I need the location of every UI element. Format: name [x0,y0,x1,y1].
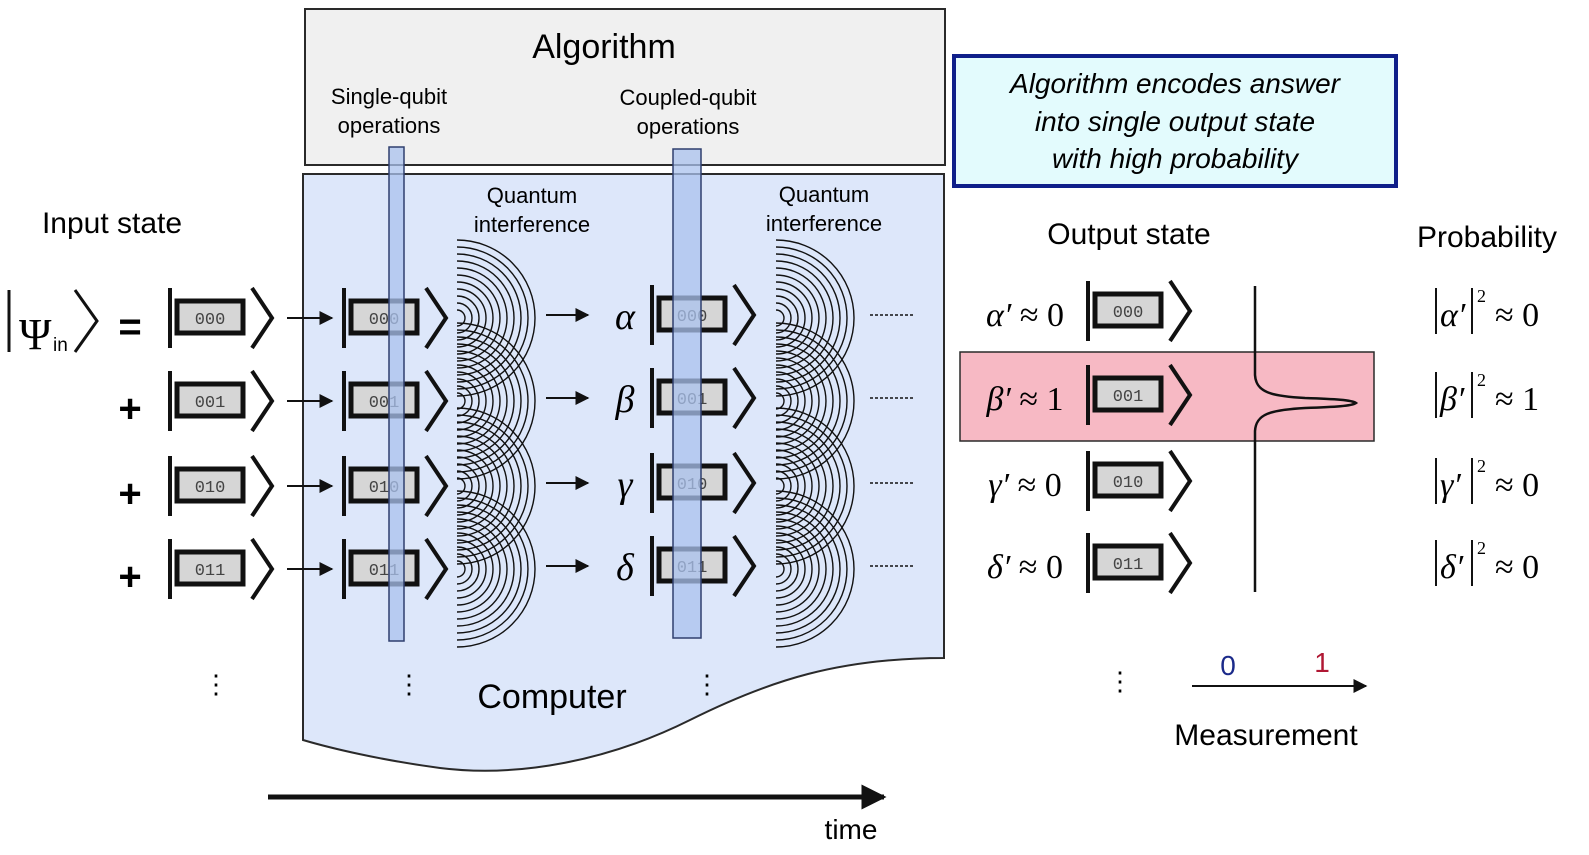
svg-text:≈ 0: ≈ 0 [1495,549,1539,586]
input-register-000: 000 [168,286,275,350]
amplitude-1: β [615,379,635,421]
amplitude-2: γ [618,464,634,506]
amplitude-0: α [615,296,636,338]
interference-waves-1 [456,239,536,648]
svg-text:≈ 1: ≈ 1 [1495,381,1539,418]
probability-entry-1: β′ 2 ≈ 1 [1435,370,1539,418]
output-state-title: Output state [1047,218,1210,251]
plus-sign: + [118,387,141,431]
svg-text:2: 2 [1477,538,1486,558]
output-register-010: 010 [1086,449,1193,513]
register-value: 000 [1113,304,1144,323]
svg-text:2: 2 [1477,370,1486,390]
measurement-zero: 0 [1220,650,1236,681]
computer-label: Computer [477,678,626,716]
psi-subscript: in [53,335,68,356]
svg-text:2: 2 [1477,286,1486,306]
highlighted-output-row [959,351,1375,442]
register-value: 010 [195,479,226,498]
svg-text:δ′: δ′ [1440,549,1464,586]
output-register-001: 001 [1086,363,1193,427]
single-qubit-ops-label-line2: operations [338,113,441,138]
equals-sign: = [118,305,141,349]
single-qubit-operation-bar [388,146,405,642]
svg-text:α′: α′ [1440,297,1466,334]
callout-line-3: with high probability [1052,143,1300,174]
coupled-qubit-ops-label-line2: operations [637,114,740,139]
svg-text:β′: β′ [1439,381,1465,418]
coupled-qubit-operation-bar [672,148,702,639]
measurement-distribution-curve [1253,286,1359,592]
output-amplitude-3: δ′ ≈ 0 [987,549,1063,586]
computer-register-011: 011 [342,537,449,601]
output-register-011: 011 [1086,531,1193,595]
ops-ellipsis-2: ⋮ [694,670,720,699]
input-state-title: Input state [42,207,182,240]
register-value: 000 [195,311,226,330]
register-value: 011 [1113,556,1144,575]
svg-text:≈ 0: ≈ 0 [1495,297,1539,334]
interference-1-line2: interference [474,212,590,237]
output-amplitude-2: γ′ ≈ 0 [988,467,1062,504]
measurement-one: 1 [1314,647,1330,678]
probability-title: Probability [1417,221,1557,254]
algorithm-box [304,8,946,166]
input-register-010: 010 [168,454,275,518]
probability-entry-2: γ′ 2 ≈ 0 [1435,456,1539,504]
plus-sign: + [118,555,141,599]
output-register-000: 000 [1086,279,1193,343]
interference-2-line1: Quantum [779,182,870,207]
output-amplitude-1: β′ ≈ 1 [985,381,1063,418]
coupled-qubit-ops-label-line1: Coupled-qubit [620,85,757,110]
psi-in-ket: Ψ in [7,289,99,359]
output-amplitude-0: α′ ≈ 0 [986,297,1064,334]
interference-waves-2 [775,239,855,648]
register-value: 011 [195,562,226,581]
interference-2-line2: interference [766,211,882,236]
measurement-label: Measurement [1174,719,1358,752]
amplitude-3: δ [616,547,635,589]
time-label: time [825,814,878,845]
input-register-011: 011 [168,537,275,601]
register-value: 001 [1113,388,1144,407]
plus-sign: + [118,472,141,516]
computer-register-001: 001 [342,369,449,433]
output-ellipsis: ⋮ [1107,667,1133,696]
algorithm-title: Algorithm [532,28,676,66]
input-register-001: 001 [168,369,275,433]
register-value: 001 [195,394,226,413]
svg-text:γ′: γ′ [1440,467,1461,504]
callout-box [952,54,1398,188]
psi-symbol: Ψ [19,310,52,359]
single-qubit-ops-label-line1: Single-qubit [331,84,447,109]
callout-line-1: Algorithm encodes answer [1008,68,1342,99]
svg-text:2: 2 [1477,456,1486,476]
ops-ellipsis-1: ⋮ [396,670,422,699]
callout-line-2: into single output state [1035,106,1315,137]
register-value: 010 [1113,474,1144,493]
probability-entry-3: δ′ 2 ≈ 0 [1435,538,1539,586]
input-ellipsis: ⋮ [203,670,229,699]
svg-text:≈ 0: ≈ 0 [1495,467,1539,504]
probability-entry-0: α′ 2 ≈ 0 [1435,286,1539,334]
computer-register-000: 000 [342,286,449,350]
interference-1-line1: Quantum [487,183,578,208]
